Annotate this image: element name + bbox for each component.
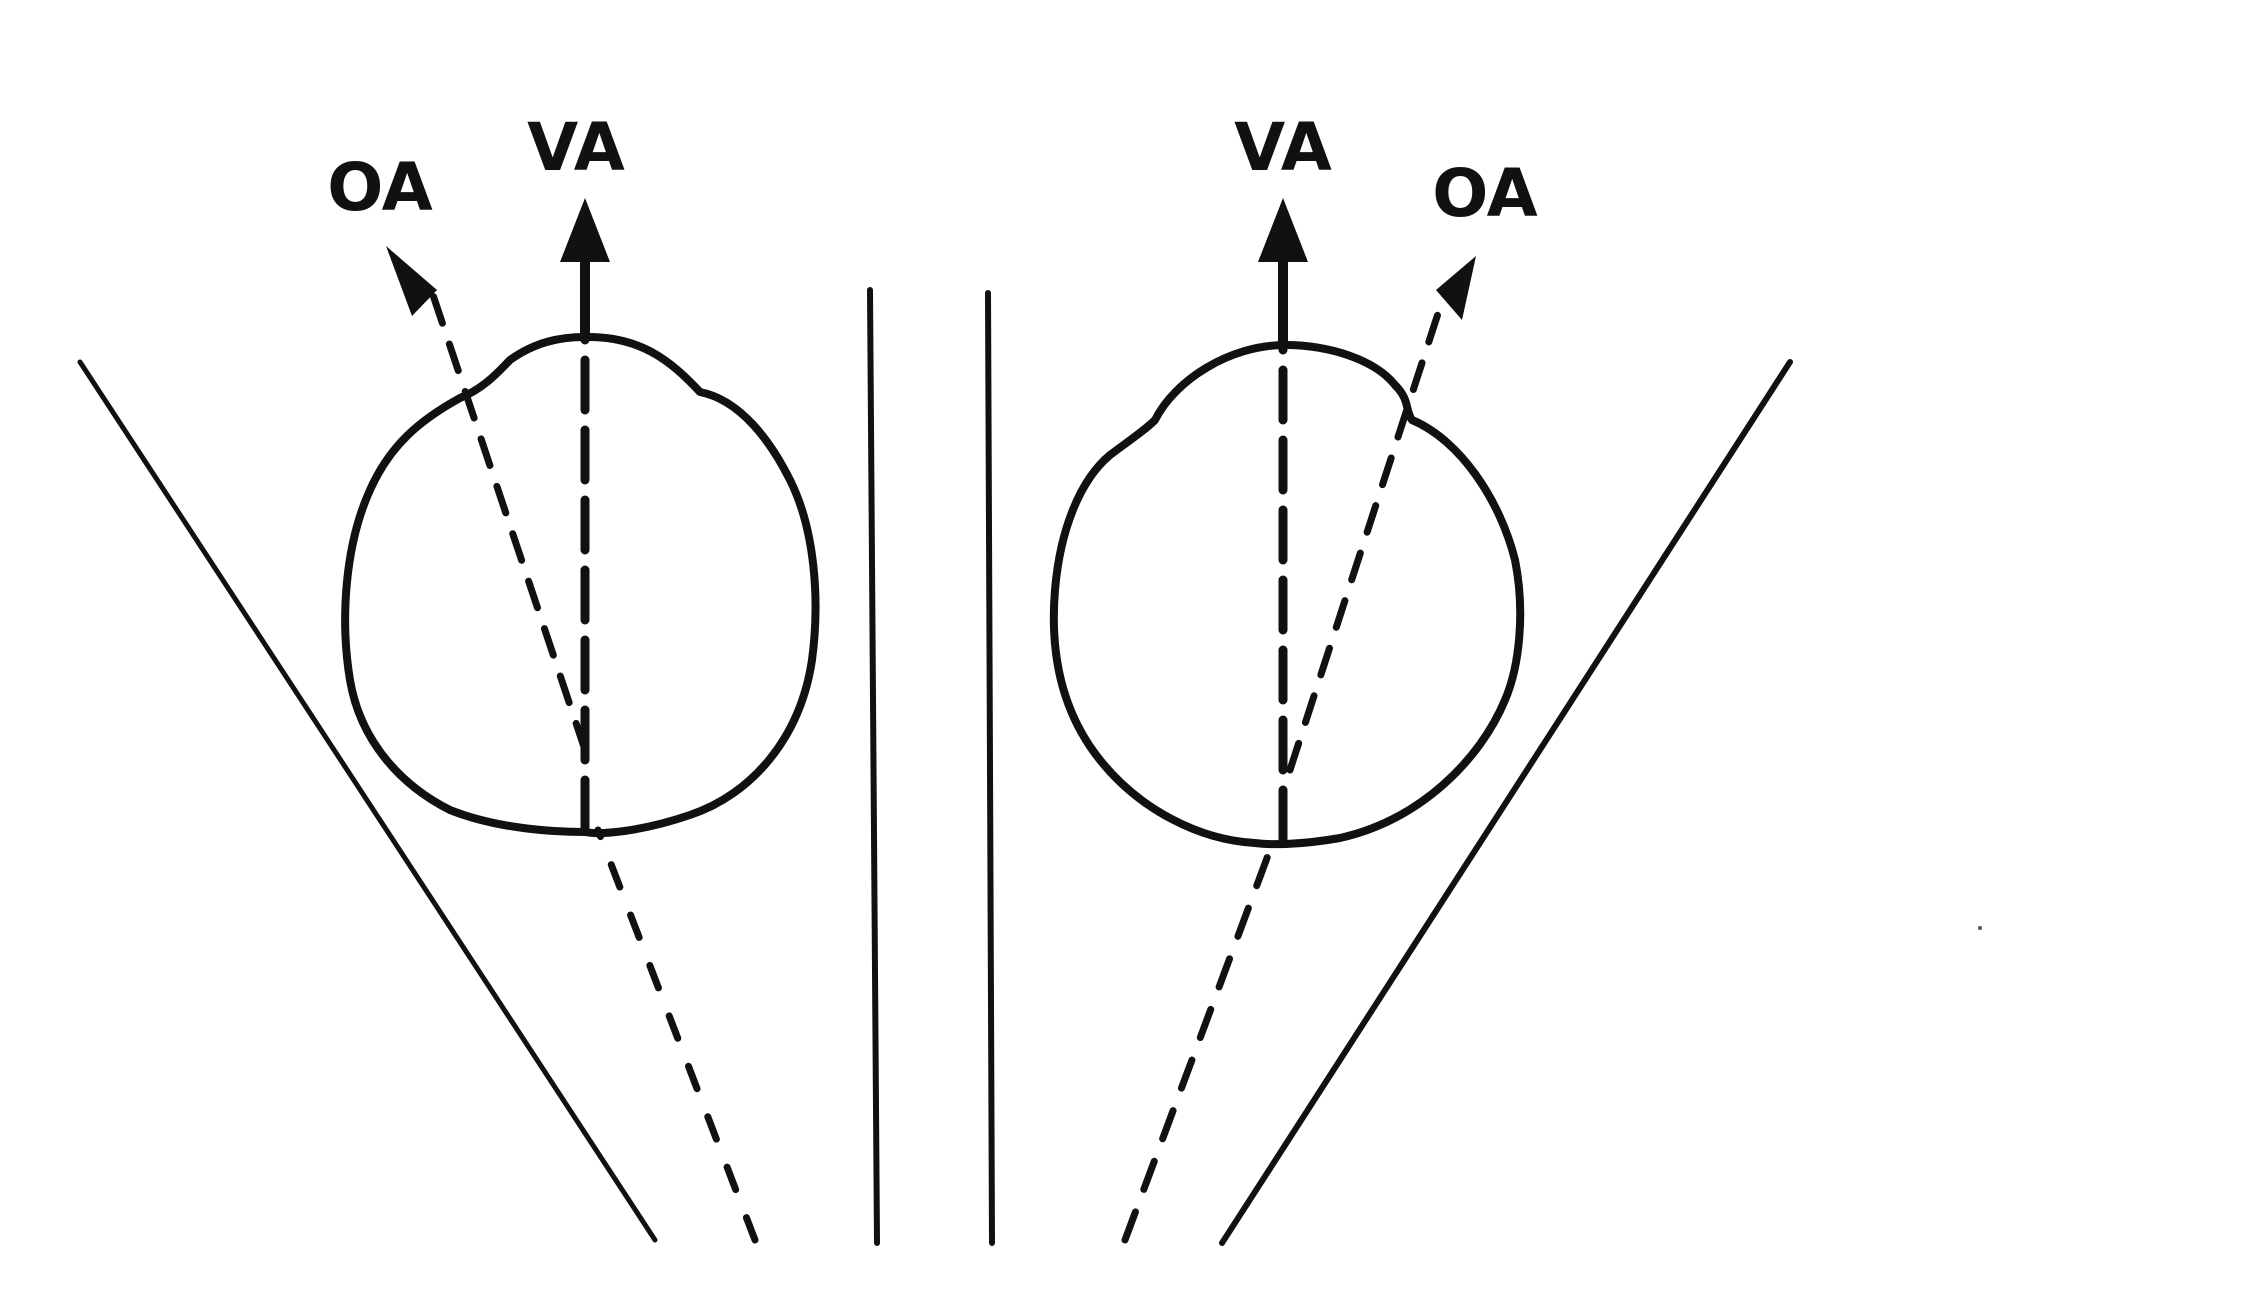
right-eyeball <box>1049 341 1525 849</box>
right-eye-group: VA OA <box>985 109 1793 1246</box>
left-visual-axis-label: VA <box>527 109 625 186</box>
right-orbit-medial-wall <box>985 290 995 1246</box>
right-optic-axis-dashed <box>1286 288 1449 774</box>
left-visual-axis-arrowhead <box>560 198 610 262</box>
left-optic-axis-extension <box>594 826 759 1244</box>
right-orbit-lateral-wall <box>1219 359 1793 1246</box>
right-optic-axis-arrowhead <box>1436 256 1476 320</box>
left-optic-axis-arrowhead <box>386 246 437 316</box>
right-visual-axis-label: VA <box>1234 109 1332 186</box>
left-orbit-lateral-wall <box>77 359 658 1243</box>
left-eyeball <box>341 332 820 837</box>
right-optic-axis-extension <box>1121 846 1274 1244</box>
left-eye-group: VA OA <box>77 109 880 1246</box>
right-optic-axis-label: OA <box>1432 155 1537 232</box>
left-orbit-medial-wall <box>867 287 880 1246</box>
left-optic-axis-label: OA <box>327 149 432 226</box>
right-visual-axis-arrowhead <box>1258 198 1308 262</box>
speck <box>1978 926 1982 930</box>
left-optic-axis-dashed <box>428 288 589 754</box>
